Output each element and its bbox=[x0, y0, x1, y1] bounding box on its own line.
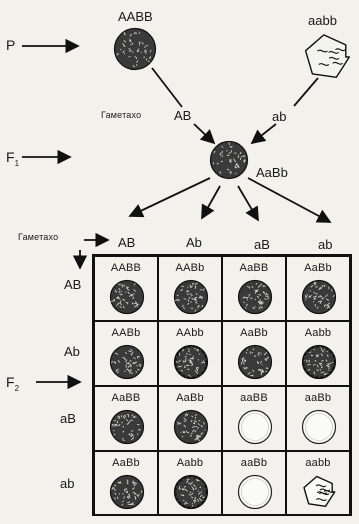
f2-row-label: F2 bbox=[6, 375, 19, 393]
punnett-cell: aabb bbox=[286, 451, 350, 516]
right-parent-seed bbox=[302, 32, 352, 87]
cell-genotype: aaBB bbox=[223, 392, 285, 404]
f1-genotype: AaBb bbox=[256, 166, 288, 179]
punnett-cell: aaBb bbox=[286, 386, 350, 451]
round-seed-icon bbox=[237, 279, 273, 315]
p-row-label: P bbox=[6, 38, 15, 52]
cell-genotype: AaBb bbox=[287, 262, 349, 274]
punnett-cell: Aabb bbox=[286, 321, 350, 386]
f1-to-ab-arrow bbox=[130, 178, 210, 216]
round-seed-icon bbox=[301, 279, 337, 315]
round-seed-icon bbox=[173, 279, 209, 315]
punnett-cell: AaBb bbox=[158, 386, 222, 451]
left-parent-seed bbox=[113, 27, 157, 76]
cell-genotype: aaBb bbox=[287, 392, 349, 404]
f1-gamete-2: Ab bbox=[186, 236, 202, 249]
parent-gamete-1: AB bbox=[174, 109, 191, 122]
cell-genotype: Aabb bbox=[159, 457, 221, 469]
cell-genotype: aaBb bbox=[223, 457, 285, 469]
row-gamete-4: ab bbox=[60, 477, 74, 490]
punnett-cell: AaBb bbox=[286, 256, 350, 321]
row-gamete-2: Ab bbox=[64, 345, 80, 358]
round-seed-icon bbox=[109, 409, 145, 445]
cell-genotype: AaBb bbox=[95, 457, 157, 469]
punnett-cell: AABb bbox=[158, 256, 222, 321]
round-seed-icon bbox=[237, 474, 273, 510]
row-gamete-1: AB bbox=[64, 278, 81, 291]
punnett-cell: aaBb bbox=[222, 451, 286, 516]
wrinkled-seed-icon bbox=[301, 474, 337, 510]
right-parent-genotype: aabb bbox=[308, 14, 337, 27]
wrinkled-seed-icon bbox=[301, 344, 337, 380]
round-seed-icon bbox=[237, 409, 273, 445]
cell-genotype: AABb bbox=[159, 262, 221, 274]
wrinkled-seed-icon bbox=[173, 474, 209, 510]
round-seed-icon bbox=[109, 474, 145, 510]
gametes-label-top: Гаметахо bbox=[101, 111, 141, 120]
wrinkled-seed-icon bbox=[302, 32, 352, 82]
punnett-cell: AAbb bbox=[158, 321, 222, 386]
punnett-cell: AaBB bbox=[94, 386, 158, 451]
f1-to-Ab-arrow bbox=[202, 186, 220, 218]
cell-genotype: AaBb bbox=[159, 392, 221, 404]
punnett-cell: AaBb bbox=[94, 451, 158, 516]
cell-genotype: aabb bbox=[287, 457, 349, 469]
round-seed-icon bbox=[109, 344, 145, 380]
cell-genotype: AABB bbox=[95, 262, 157, 274]
row-gamete-3: aB bbox=[60, 412, 76, 425]
f1-gamete-3: aB bbox=[254, 238, 270, 251]
punnett-cell: aaBB bbox=[222, 386, 286, 451]
f1-to-ab2-arrow bbox=[248, 178, 330, 222]
punnett-cell: AABB bbox=[94, 256, 158, 321]
punnett-cell: AaBB bbox=[222, 256, 286, 321]
round-seed-icon bbox=[109, 279, 145, 315]
wrinkled-seed-icon bbox=[173, 344, 209, 380]
cell-genotype: AAbb bbox=[159, 327, 221, 339]
round-seed-icon bbox=[173, 409, 209, 445]
f1-gamete-1: AB bbox=[118, 236, 135, 249]
round-seed-icon bbox=[237, 344, 273, 380]
cell-genotype: Aabb bbox=[287, 327, 349, 339]
cell-genotype: AaBB bbox=[223, 262, 285, 274]
f1-seed bbox=[209, 140, 249, 185]
f1-to-aB-arrow bbox=[238, 186, 258, 220]
cell-genotype: AaBb bbox=[223, 327, 285, 339]
gametes-label: Гаметахо bbox=[18, 233, 58, 242]
gamete-ab-lower-arrow bbox=[252, 124, 276, 143]
f1-row-label: F1 bbox=[6, 150, 19, 168]
round-seed-icon bbox=[209, 140, 249, 180]
punnett-cell: AABb bbox=[94, 321, 158, 386]
round-seed-icon bbox=[301, 409, 337, 445]
cell-genotype: AaBB bbox=[95, 392, 157, 404]
parent-gamete-2: ab bbox=[272, 110, 286, 123]
f1-gamete-4: ab bbox=[318, 238, 332, 251]
punnett-cell: AaBb bbox=[222, 321, 286, 386]
cell-genotype: AABb bbox=[95, 327, 157, 339]
round-seed-icon bbox=[113, 27, 157, 71]
punnett-cell: Aabb bbox=[158, 451, 222, 516]
left-parent-genotype: AABB bbox=[118, 10, 153, 23]
